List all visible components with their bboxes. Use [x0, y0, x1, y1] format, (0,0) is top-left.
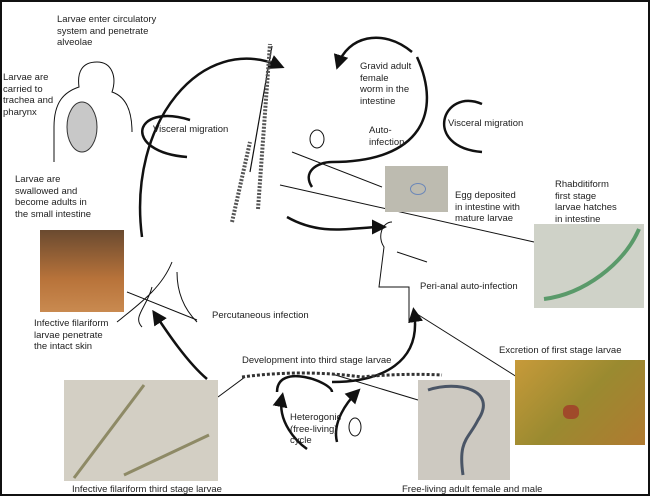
label-trachea: Larvae are carried to trachea and pharyn…	[3, 72, 54, 118]
caption-filariform: Infective filariform third stage larvae	[72, 484, 222, 495]
label-heterogonic: Heterogonic (free-living) cycle	[290, 412, 342, 446]
stool-on-grass-photo	[515, 360, 645, 445]
visceral-loop-right	[442, 99, 483, 154]
label-rhabditiform: Rhabditiform first stage larvae hatches …	[555, 179, 617, 225]
label-egg-deposited: Egg deposited in intestine with mature l…	[455, 190, 520, 224]
auto-infection-loop	[307, 56, 429, 188]
arrow-to-intestine	[138, 55, 285, 238]
filariform-larvae-photo	[64, 380, 218, 481]
label-penetrate-skin: Infective filariform larvae penetrate th…	[34, 318, 109, 352]
free-living-adults-photo	[418, 380, 510, 480]
label-excretion: Excretion of first stage larvae	[499, 345, 622, 356]
label-perianal: Peri-anal auto-infection	[420, 281, 518, 292]
rhabditiform-larva-photo	[534, 224, 644, 308]
barefoot-photo	[40, 230, 124, 312]
visceral-loop-left	[141, 114, 191, 159]
label-gravid-female: Gravid adult female worm in the intestin…	[360, 61, 412, 107]
soil-larvae-illustration	[241, 371, 443, 379]
label-development: Development into third stage larvae	[242, 355, 392, 366]
egg-photo	[385, 166, 448, 212]
label-swallowed: Larvae are swallowed and become adults i…	[15, 174, 92, 220]
lung-icon	[66, 101, 98, 153]
label-visceral-migration-left: Visceral migration	[153, 124, 229, 135]
label-alveolae: Larvae enter circulatory system and pene…	[57, 14, 157, 48]
caption-free-living: Free-living adult female and male	[402, 484, 543, 495]
label-percutaneous: Percutaneous infection	[212, 310, 309, 321]
label-auto-infection: Auto- infection	[369, 125, 405, 148]
label-visceral-migration-right: Visceral migration	[448, 118, 524, 129]
